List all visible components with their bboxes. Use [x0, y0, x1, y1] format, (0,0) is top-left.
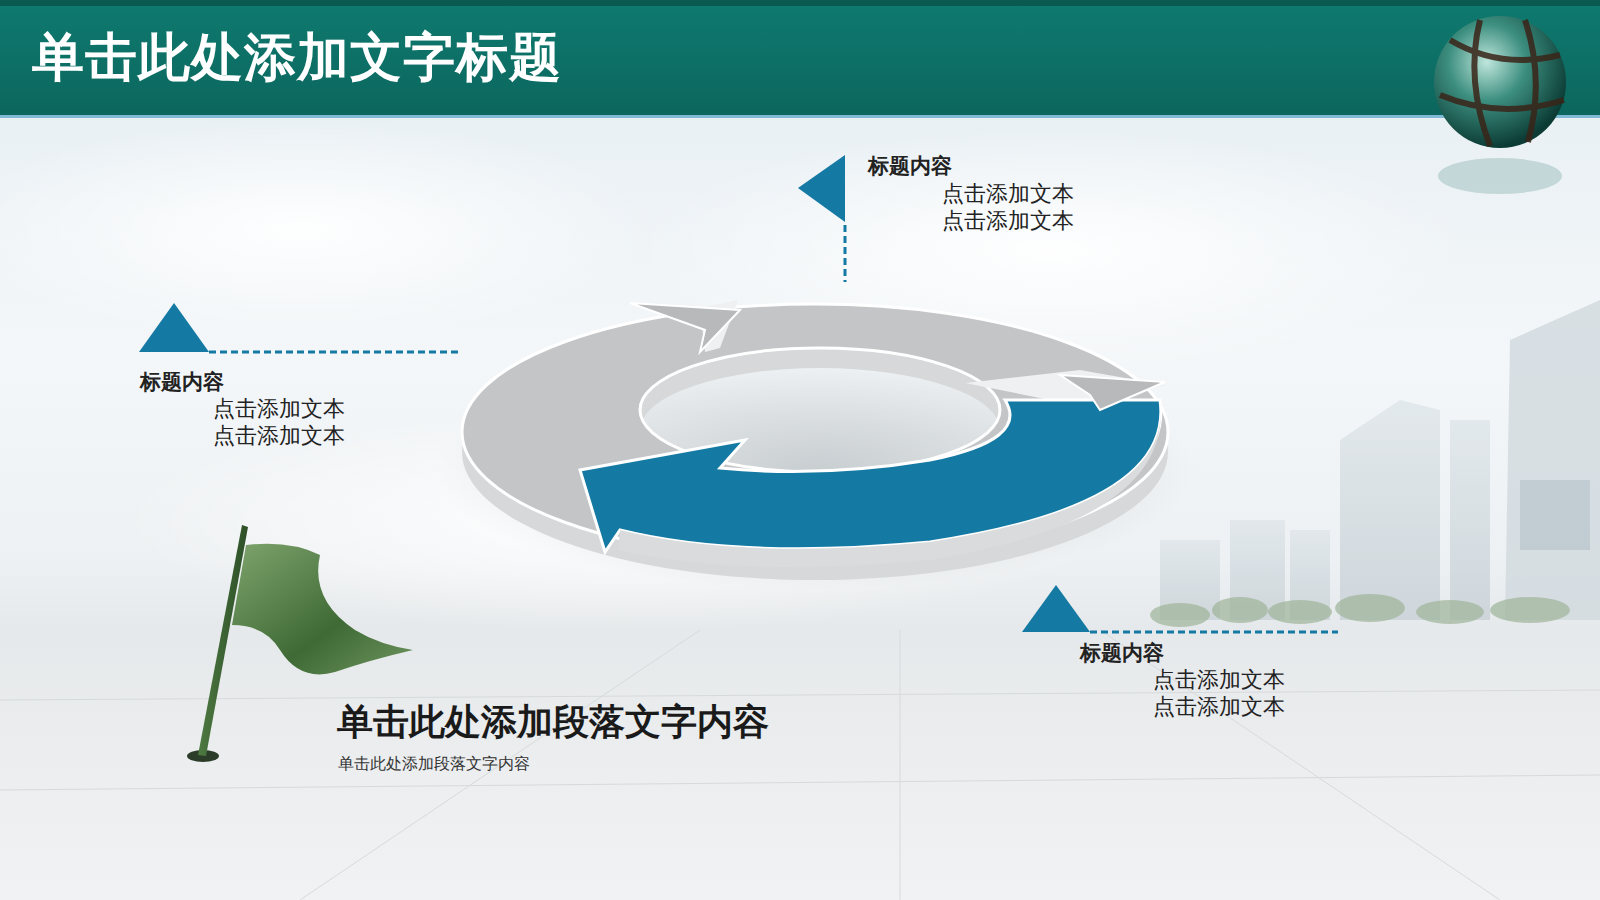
slide-title: 单击此处添加文字标题 [32, 28, 562, 88]
callout-heading: 标题内容 [1080, 641, 1164, 665]
paragraph-text: 单击此处添加段落文字内容 [338, 755, 530, 773]
callout-text: 点击添加文本 [942, 208, 1074, 233]
callout-text: 点击添加文本 [1153, 694, 1285, 719]
callout-heading: 标题内容 [868, 154, 952, 178]
paragraph-heading: 单击此处添加段落文字内容 [337, 701, 769, 742]
callout-heading: 标题内容 [140, 370, 224, 394]
callout-text: 点击添加文本 [213, 396, 345, 421]
callout-text: 点击添加文本 [942, 181, 1074, 206]
callout-text: 点击添加文本 [213, 423, 345, 448]
callout-text: 点击添加文本 [1153, 667, 1285, 692]
